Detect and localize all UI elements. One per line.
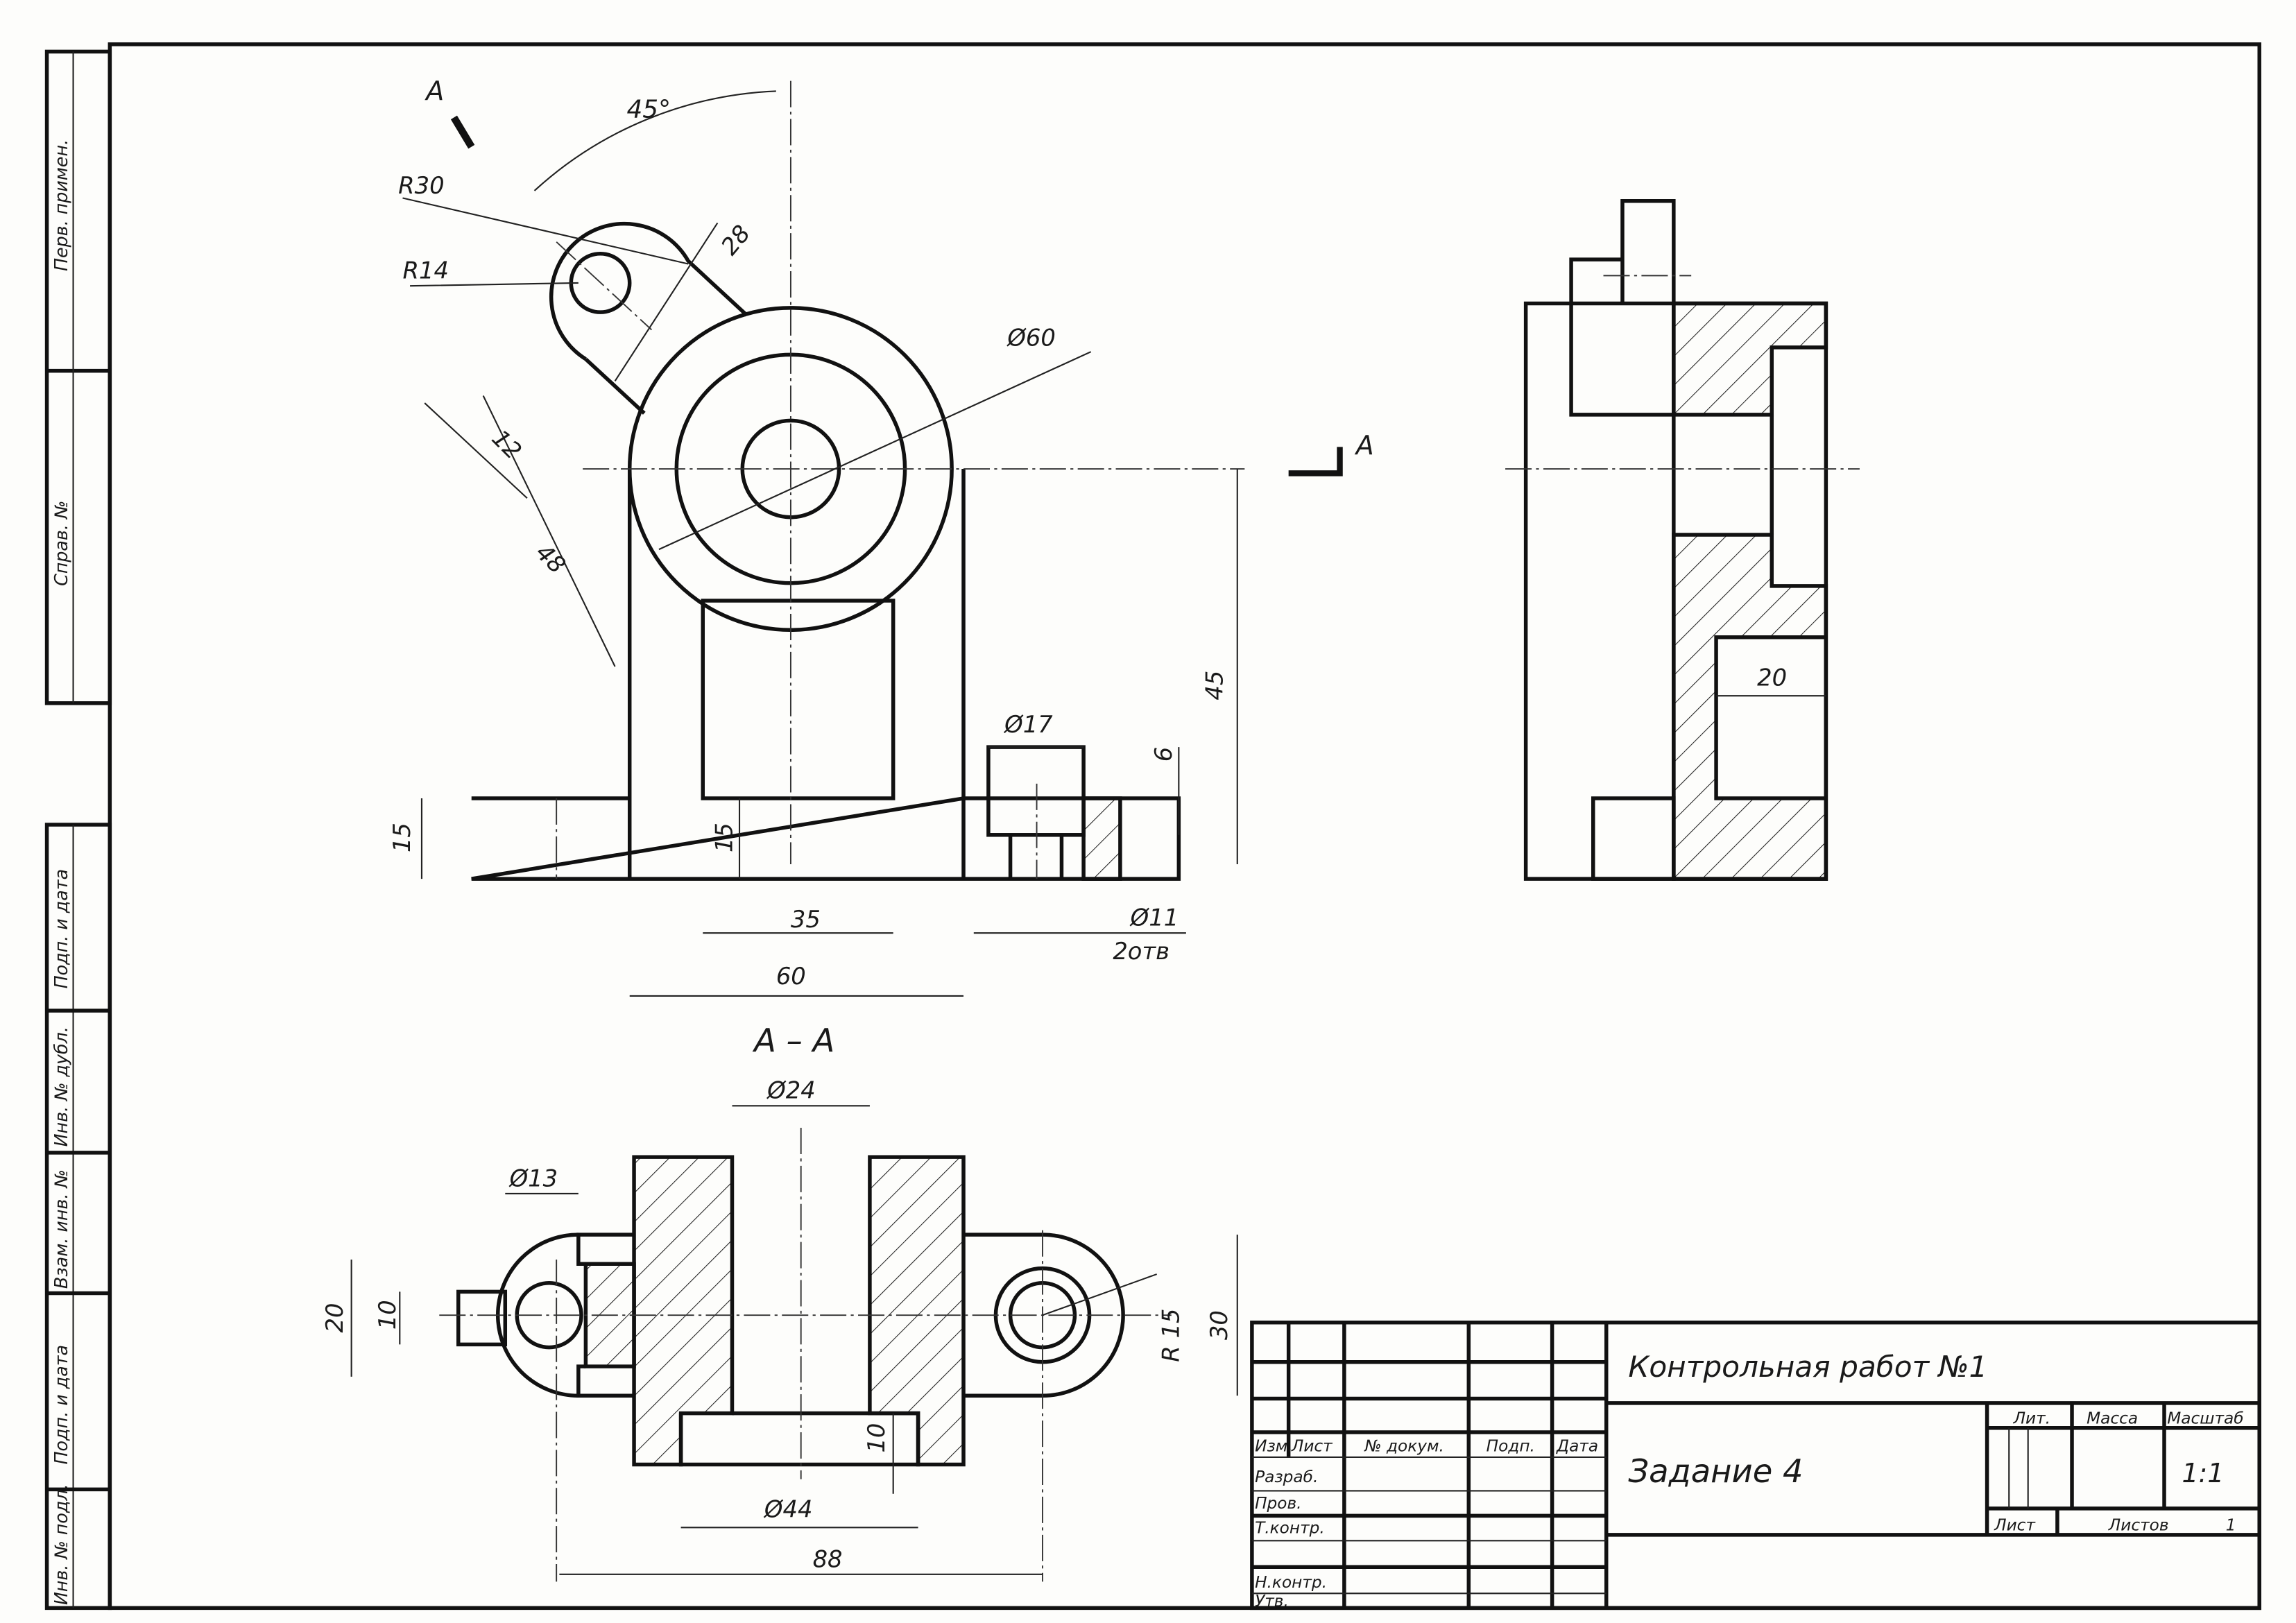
dim-35: 35: [791, 906, 821, 933]
dim-48: 48: [531, 539, 571, 579]
lit-label: Лит.: [2013, 1409, 2050, 1427]
dim-r15: R 15: [1157, 1309, 1184, 1362]
dim-88: 88: [813, 1545, 843, 1572]
strip-label: Взам. инв. №: [51, 1169, 71, 1289]
dim-d11: Ø11: [1129, 904, 1179, 931]
drawing-subtitle: Задание 4: [1628, 1452, 1803, 1490]
sheets-value: 1: [2226, 1515, 2236, 1534]
dim-12: 12: [487, 424, 527, 465]
dim-d60: Ø60: [1006, 325, 1056, 352]
sheets-label: Листов: [2108, 1515, 2169, 1534]
dim-30: 30: [1206, 1310, 1233, 1340]
dim-10-left: 10: [374, 1300, 401, 1330]
dim-60-base: 60: [776, 963, 806, 990]
strip-label: Инв. № подл.: [51, 1484, 71, 1605]
dim-r30: R30: [398, 172, 444, 199]
mass-label: Масса: [2087, 1409, 2138, 1427]
section-title: A – A: [752, 1022, 834, 1059]
dim-d24: Ø24: [766, 1077, 816, 1104]
dim-28: 28: [716, 220, 755, 260]
dim-d13: Ø13: [508, 1165, 558, 1192]
dim-angle-45: 45°: [626, 95, 671, 123]
dim-15-inner: 15: [710, 823, 737, 852]
row-norm-control: Н.контр.: [1255, 1573, 1327, 1592]
dim-holes-count: 2отв: [1113, 938, 1170, 965]
header-doc: № докум.: [1363, 1436, 1443, 1455]
row-tech-control: Т.контр.: [1255, 1519, 1325, 1538]
dim-6: 6: [1150, 747, 1177, 762]
strip-label: Подп. и дата: [51, 869, 71, 989]
dim-15-left: 15: [388, 823, 415, 852]
sheet-frame: [44, 42, 2261, 1611]
strip-label: Перв. примен.: [51, 139, 71, 271]
dim-d17: Ø17: [1003, 711, 1053, 738]
dim-10-bottom: 10: [863, 1423, 890, 1453]
strip-label: Инв. № дубл.: [51, 1027, 71, 1147]
left-strip-labels: Перв. примен. Справ. № Подп. и дата Инв.…: [51, 139, 71, 1605]
header-list: Лист: [1291, 1436, 1333, 1455]
sheet-label: Лист: [1994, 1515, 2036, 1534]
front-view: A A 45° R30 R14 28 Ø60 12 48 45 15 15 35…: [388, 76, 1374, 997]
row-developed: Разраб.: [1255, 1468, 1318, 1486]
strip-label: Подп. и дата: [51, 1345, 71, 1465]
header-izm: Изм.: [1255, 1436, 1293, 1455]
header-sign: Подп.: [1487, 1436, 1535, 1455]
dim-20-section: 20: [321, 1303, 348, 1333]
section-mark-a-right: A: [1354, 430, 1374, 461]
scale-value: 1:1: [2182, 1458, 2224, 1488]
dim-d44: Ø44: [763, 1495, 813, 1522]
side-view: 20: [1505, 198, 1860, 881]
row-checked: Пров.: [1255, 1494, 1301, 1513]
section-mark-a-top: A: [424, 76, 444, 106]
strip-label: Справ. №: [51, 501, 71, 586]
scale-label: Масштаб: [2167, 1409, 2243, 1427]
dim-20-side: 20: [1757, 664, 1787, 691]
dim-r14: R14: [403, 257, 449, 284]
drawing-title: Контрольная работ №1: [1628, 1350, 1987, 1384]
row-approved: Утв.: [1255, 1592, 1289, 1611]
header-date: Дата: [1556, 1436, 1598, 1455]
title-block: Контрольная работ №1 Задание 4 Изм. Лист…: [1250, 1320, 2261, 1611]
section-view: A – A Ø24 Ø13 20 10 R 15 30 10 Ø44 88: [321, 1022, 1238, 1582]
dim-45: 45: [1201, 671, 1228, 701]
